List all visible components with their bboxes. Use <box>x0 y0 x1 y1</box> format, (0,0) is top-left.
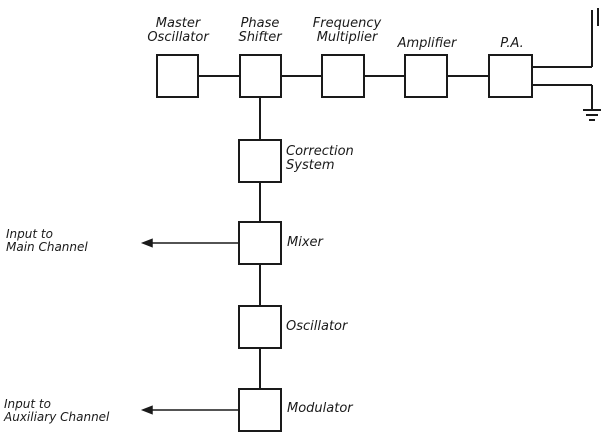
oscillator-label: Oscillator <box>286 319 348 334</box>
master-oscillator-box <box>156 54 199 98</box>
pa-label: P.A. <box>500 36 524 51</box>
oscillator-box <box>238 305 282 349</box>
modulator-box <box>238 388 282 432</box>
aux-channel-arrowhead <box>140 405 153 415</box>
main-channel-arrowhead <box>140 238 153 248</box>
auxiliary-channel-input-label: Input to Auxiliary Channel <box>4 397 110 424</box>
frequency-multiplier-box <box>321 54 365 98</box>
mixer-label: Mixer <box>287 235 323 250</box>
phase-shifter-box <box>239 54 282 98</box>
correction-system-label: Correction System <box>286 144 354 173</box>
modulator-label: Modulator <box>287 401 353 416</box>
pa-box <box>488 54 533 98</box>
correction-system-box <box>238 139 282 183</box>
amplifier-label: Amplifier <box>397 36 457 51</box>
phase-shifter-label: Phase Shifter <box>238 16 282 45</box>
master-oscillator-label: Master Oscillator <box>147 16 209 45</box>
amplifier-box <box>404 54 448 98</box>
mixer-box <box>238 221 282 265</box>
frequency-multiplier-label: Frequency Multiplier <box>312 16 382 45</box>
ground-icon <box>583 109 601 121</box>
main-channel-input-label: Input to Main Channel <box>6 227 88 254</box>
